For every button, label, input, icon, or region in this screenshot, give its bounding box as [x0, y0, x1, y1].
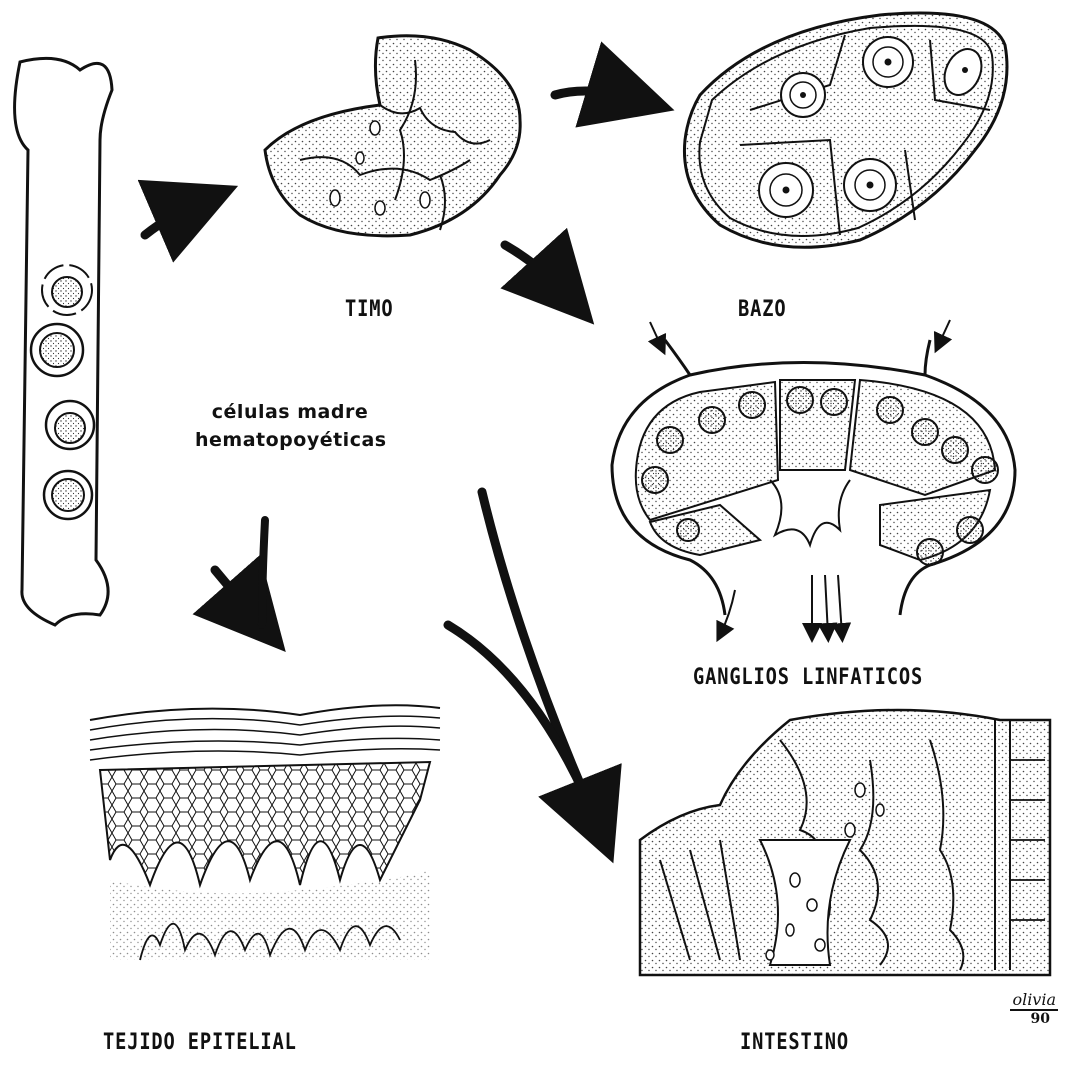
arrow-to-intestine-short [448, 625, 600, 830]
spleen-follicle [863, 37, 913, 87]
lymph-node-figure [612, 320, 1015, 635]
bone-marrow-figure [15, 58, 112, 625]
spleen-follicle [844, 159, 896, 211]
label-stem-cells: células madre hematopoyéticas [195, 398, 385, 454]
arrow-to-epithelium-left [215, 570, 262, 625]
label-spleen: BAZO [738, 297, 786, 322]
spleen-figure [684, 13, 1007, 247]
label-intestine: INTESTINO [740, 1030, 849, 1055]
arrow-to-epithelium-right [262, 520, 265, 625]
signature-year: 90 [968, 1011, 1058, 1027]
label-epithelium: TEJIDO EPITELIAL [103, 1030, 297, 1055]
arrow-to-lymph-nodes [505, 245, 570, 298]
label-stem-cells-line2: hematopoyéticas [195, 426, 385, 454]
arrow-to-spleen [555, 91, 640, 100]
thymus-figure [265, 36, 520, 236]
signature-name: olivia [1010, 990, 1058, 1011]
spleen-follicle [781, 73, 825, 117]
artist-signature: olivia 90 [968, 990, 1058, 1027]
epithelium-figure [90, 705, 440, 960]
label-lymph-nodes: GANGLIOS LINFATICOS [693, 665, 923, 690]
spleen-follicle [759, 163, 813, 217]
intestine-figure [640, 710, 1050, 975]
label-stem-cells-line1: células madre [195, 398, 385, 426]
arrow-to-thymus [145, 200, 205, 235]
label-thymus: TIMO [345, 297, 393, 322]
stem-cell-4 [44, 471, 92, 519]
